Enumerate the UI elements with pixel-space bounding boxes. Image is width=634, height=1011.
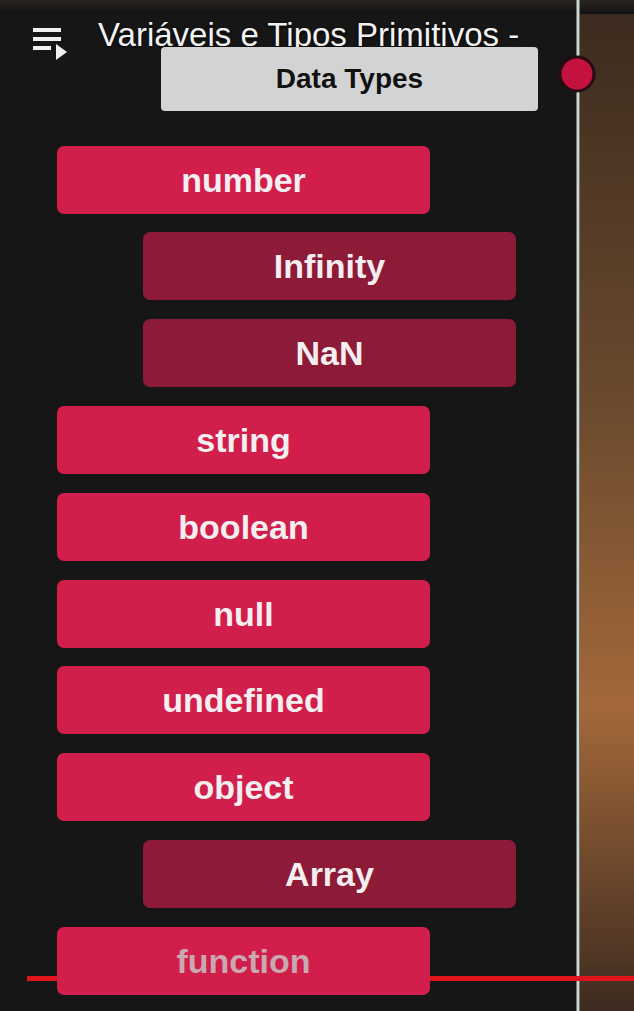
type-label: string — [196, 421, 290, 460]
type-box: boolean — [57, 493, 430, 561]
type-box: object — [57, 753, 430, 821]
type-label: Infinity — [274, 247, 385, 286]
type-box: number — [57, 146, 430, 214]
type-box: function — [57, 927, 430, 995]
panel-edge — [577, 0, 580, 1011]
type-box: undefined — [57, 666, 430, 734]
type-label: object — [193, 768, 293, 807]
heading-text: Data Types — [276, 63, 423, 95]
type-label: NaN — [295, 334, 363, 373]
type-label: Array — [285, 855, 374, 894]
heading-box: Data Types — [161, 47, 538, 111]
type-label: function — [176, 942, 310, 981]
type-label: undefined — [162, 681, 324, 720]
record-dot — [560, 57, 594, 91]
subtype-box: Infinity — [143, 232, 516, 300]
type-label: boolean — [178, 508, 308, 547]
subtype-box: NaN — [143, 319, 516, 387]
type-label: null — [213, 595, 273, 634]
type-box: string — [57, 406, 430, 474]
room-photo — [580, 0, 634, 1011]
type-box: null — [57, 580, 430, 648]
playlist-icon — [33, 28, 67, 60]
type-label: number — [181, 161, 306, 200]
subtype-box: Array — [143, 840, 516, 908]
